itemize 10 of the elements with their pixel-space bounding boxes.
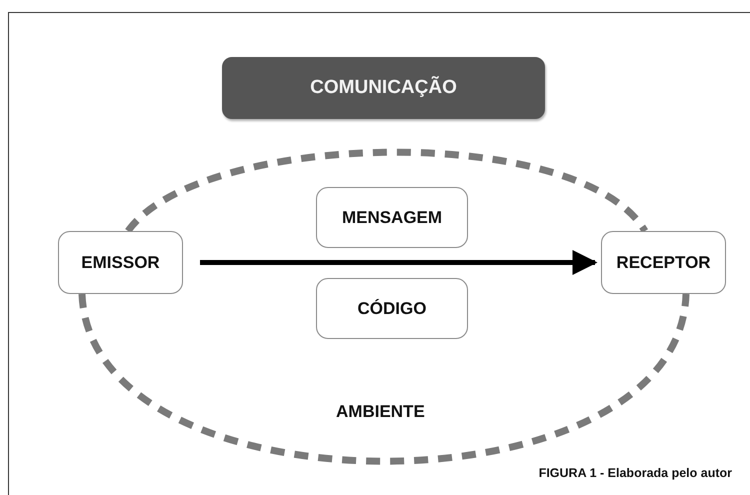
dashed-arc (78, 293, 690, 465)
caption: FIGURA 1 - Elaborada pelo autor (538, 466, 732, 480)
process-box: CÓDIGO (316, 278, 468, 339)
dashed-arc (126, 148, 648, 234)
process-box: RECEPTOR (601, 231, 726, 294)
process-box: MENSAGEM (316, 187, 468, 248)
area-label: AMBIENTE (336, 402, 425, 422)
title-box: COMUNICAÇÃO (222, 57, 545, 119)
process-box: EMISSOR (58, 231, 183, 294)
arrow (200, 250, 598, 275)
